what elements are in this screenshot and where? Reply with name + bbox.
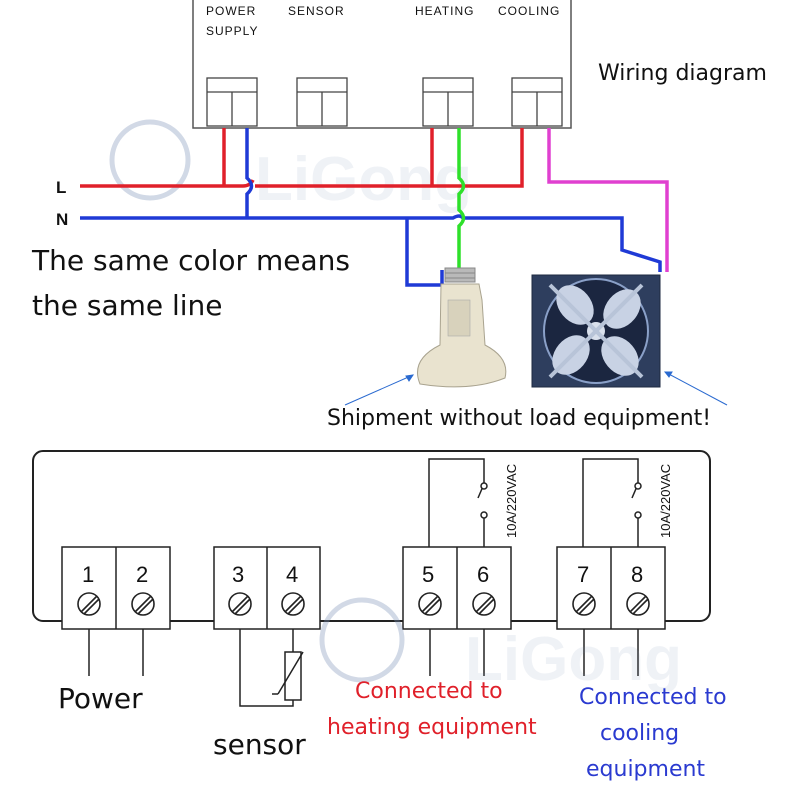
- neutral-wire: [80, 128, 662, 287]
- cooling-label-3: equipment: [586, 757, 705, 782]
- relay-switch-heating: [428, 458, 488, 548]
- label-supply: SUPPLY: [206, 24, 258, 38]
- terminal-number-3: 3: [232, 562, 244, 587]
- light-bulb-heater-icon: [417, 267, 507, 388]
- shipment-pointers: [344, 371, 728, 406]
- heating-wire: [457, 128, 466, 268]
- note-same-color-1: The same color means: [31, 244, 350, 277]
- line-n-label: N: [56, 210, 68, 229]
- shipment-note: Shipment without load equipment!: [327, 406, 711, 431]
- svg-text:LiGong: LiGong: [255, 145, 472, 214]
- top-terminal-heating: [422, 77, 474, 127]
- terminal-number-6: 6: [477, 562, 489, 587]
- terminal-block-1-2: [61, 546, 171, 630]
- terminal-number-1: 1: [82, 562, 94, 587]
- thermistor-icon: [272, 651, 304, 701]
- top-terminal-cooling: [511, 77, 563, 127]
- cooling-label-2: cooling: [600, 721, 679, 746]
- wiring-diagram-title: Wiring diagram: [598, 61, 767, 86]
- terminal-number-8: 8: [631, 562, 643, 587]
- terminal-block-5-6: [402, 546, 512, 630]
- controller-outline: [32, 450, 711, 622]
- sensor-label: sensor: [213, 728, 306, 761]
- label-heating: HEATING: [415, 4, 474, 18]
- top-terminal-sensor: [296, 77, 348, 127]
- svg-text:LiGong: LiGong: [465, 625, 682, 694]
- note-same-color-2: the same line: [32, 289, 223, 322]
- terminal-number-7: 7: [577, 562, 589, 587]
- live-wire: [80, 128, 524, 188]
- terminal-block-3-4: [213, 546, 321, 630]
- rating-heating: 10A/220VAC: [504, 464, 519, 538]
- terminal-number-5: 5: [422, 562, 434, 587]
- exhaust-fan-icon: [531, 274, 661, 388]
- screw-terminal-icons: [77, 592, 650, 616]
- power-label: Power: [58, 682, 143, 715]
- line-l-label: L: [56, 178, 66, 197]
- cooling-label-1: Connected to: [579, 685, 727, 710]
- terminal-number-2: 2: [136, 562, 148, 587]
- heating-label-1: Connected to: [355, 679, 503, 704]
- label-cooling: COOLING: [498, 4, 560, 18]
- terminal-number-4: 4: [286, 562, 298, 587]
- label-power: POWER: [206, 4, 256, 18]
- watermark-logo-bottom: LiGong: [319, 597, 682, 694]
- top-terminal-power: [206, 77, 258, 127]
- rating-cooling: 10A/220VAC: [658, 464, 673, 538]
- relay-switch-cooling: [582, 458, 642, 548]
- heating-label-2: heating equipment: [327, 715, 537, 740]
- watermark-logo-top: LiGong: [109, 119, 472, 214]
- terminal-leads: [88, 629, 639, 707]
- label-sensor: SENSOR: [288, 4, 345, 18]
- terminal-block-7-8: [556, 546, 666, 630]
- cooling-wire: [547, 128, 669, 272]
